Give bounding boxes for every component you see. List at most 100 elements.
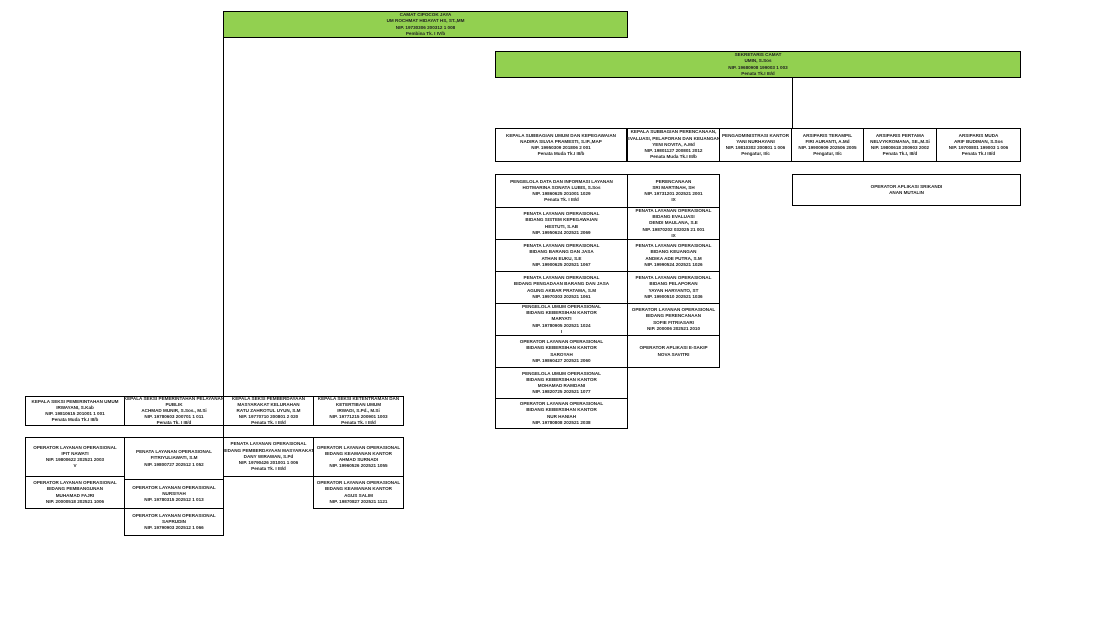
box-text-line: UMIN, S.Sos — [744, 58, 772, 64]
box-text-line: PENATA LAYANAN OPERASIONAL — [136, 449, 212, 455]
box-text-line: CAMAT CIPOCOK JAYA — [399, 12, 452, 18]
box-text-line: NIP. 200006 202521 2010 — [646, 325, 701, 331]
box-text-line: BIDANG KEUANGAN — [650, 249, 697, 255]
box-text-line: NIP. 19700801 199003 1 006 — [948, 145, 1009, 150]
box-text-line: NIP. 19730306 200312 1 008 — [395, 24, 456, 30]
box-text-line: Penata Tk. I III/d — [251, 420, 286, 426]
box-text-line: IRWAYANI, S.Kab — [56, 404, 94, 410]
box-text-line: PUBLIK — [165, 401, 183, 407]
box-text-line: BIDANG KEBERSIHAN KANTOR — [526, 310, 597, 316]
box-text-line: NIP. 19950624 202521 2069 — [532, 229, 591, 235]
box-text-line: NIP. 19900909 202506 2005 — [798, 145, 857, 150]
connector-line — [792, 78, 793, 128]
box-text-line: OPERATOR LAYANAN OPERASIONAL — [519, 339, 604, 345]
box-text-line: NIP. 19800618 200903 2002 — [870, 145, 930, 150]
box-text-line: Penata Tk. I III/d — [156, 420, 192, 426]
box-text-line: DENDI MAULANA, S.E — [649, 220, 698, 226]
connector-line — [223, 37, 224, 536]
box-text-line: Penata Tk. I III/d — [341, 420, 376, 426]
box-text-line: SRI MARTINAH, SH — [652, 184, 695, 190]
box-text-line: NIP. 19731201 202521 2001 — [644, 191, 703, 196]
box-text-line: OPERATOR APLIKASI SRIKANDI — [870, 183, 943, 189]
staff-box: KEPALA SUBBAGIAN PERENCANAAN,EVALUASI, P… — [627, 128, 720, 162]
box-text-line: OPERATOR APLIKASI E-SAKIP — [639, 345, 708, 351]
box-text-line: NIP. 19780315 202512 1 013 — [144, 497, 204, 503]
box-text-line: Penata Tk. I III/d — [544, 197, 579, 203]
box-text-line: KEPALA SUBBAGIAN UMUM DAN KEPEGAWAIAN — [506, 132, 616, 138]
box-text-line: NIP. 19860427 202521 2060 — [532, 357, 591, 363]
box-text-line: Penata Tk.I, III/d — [882, 151, 918, 157]
box-text-line: NIP. 19771215 200901 1003 — [329, 414, 388, 420]
box-text-line: Penata Muda Tk.I III/b — [51, 417, 99, 423]
box-text-line: PENATA LAYANAN OPERASIONAL — [635, 243, 712, 249]
box-text-line: ANDIKA ADE PUTRA, S.M — [645, 255, 702, 261]
box-text-line: OPERATOR LAYANAN OPERASIONAL — [132, 484, 216, 490]
box-text-line: NIP. 19780603 200701 1 011 — [144, 414, 204, 420]
box-text-line: NADIRA SILVIA PRAMESTI, S.IP.,MAP — [520, 138, 602, 144]
box-text-line: NIP. 19990524 202521 1026 — [644, 261, 703, 267]
box-text-line: NIP. 19801127 200801 2012 — [644, 148, 703, 154]
box-text-line: NIP. 19770710 200801 2 020 — [238, 414, 299, 420]
box-text-line: BIDANG KEAMANAN KANTOR — [324, 486, 393, 492]
box-text-line: YANI NURHAYANI — [736, 138, 775, 144]
box-text-line: BIDANG SISTEM KEPEGAWAIAN — [525, 217, 598, 223]
box-text-line: NIP. 19800622 202521 2003 — [45, 457, 105, 462]
box-text-line: BIDANG PEMBERDAYAAN MASYARAKAT — [222, 447, 315, 453]
box-text-line: KEPALA SEKSI PEMBERDAYAAN — [231, 395, 306, 401]
box-text-line: NUR HANIAH — [546, 413, 577, 419]
box-text-line: OPERATOR LAYANAN OPERASIONAL — [33, 444, 117, 450]
box-text-line: ACHMAD MUNIR, S.Sos., M.Si — [141, 407, 207, 413]
box-text-line: DANY WIRAWAN, S.Pd — [243, 453, 294, 459]
box-text-line: BIDANG PENGADAAN BARANG DAN JASA — [513, 281, 610, 287]
box-text-line: I — [560, 328, 563, 334]
box-text-line: PENATA LAYANAN OPERASIONAL — [523, 211, 600, 217]
box-text-line: FIRI AURANTI, A.Md — [805, 138, 850, 144]
box-text-line: AGUNG AKBAR PRATAMA, S.M — [526, 287, 597, 293]
box-text-line: FITRIYULIAWATI, S.M — [150, 455, 198, 461]
box-text-line: IX — [671, 197, 676, 203]
box-text-line: PERENCANAAN — [655, 178, 692, 184]
box-text-line: AHMAD SURNADI — [338, 457, 379, 462]
box-text-line: NOVA SAVITRI — [657, 351, 690, 357]
box-text-line: OPERATOR LAYANAN OPERASIONAL — [519, 401, 604, 407]
box-text-line: NIP. 19870827 202521 1121 — [329, 498, 388, 504]
box-text-line: ATHAN EUKU, S.E — [541, 255, 582, 261]
box-text-line: NIP. 19950309 201806 2 001 — [531, 145, 591, 150]
box-text-line: PENATA LAYANAN OPERASIONAL — [635, 208, 712, 213]
box-text-line: NURSIYAH — [162, 490, 186, 496]
box-text-line: PENGELOLA DATA DAN INFORMASI LAYANAN — [510, 178, 613, 184]
box-text-line: KEPALA SUBBAGIAN PERENCANAAN, — [630, 129, 717, 135]
box-text-line: ANAN MUTALIN — [889, 190, 924, 195]
box-text-line: ARIF BUDIMAN, S.Sos — [953, 138, 1003, 144]
box-text-line: SOFIE FITRIASARI — [653, 319, 694, 325]
box-text-line: PENGELOLA UMUM OPERASIONAL — [522, 370, 601, 376]
box-text-line: SEKRETARIS CAMAT — [734, 52, 782, 58]
box-text-line: HOTMARINA SONATA LUBIS, S.Sos — [522, 184, 601, 190]
box-text-line: YENI NOVITA, A.Md — [652, 141, 695, 147]
box-text-line: Pengatur, II/c — [741, 151, 770, 157]
box-text-line: NIP. 19800727 202512 1 052 — [144, 461, 204, 467]
box-text-line: OPERATOR LAYANAN OPERASIONAL — [316, 444, 401, 450]
box-text-line: AGUS SALIM — [344, 492, 373, 498]
box-text-line: BIDANG KEBERSIHAN KANTOR — [526, 407, 597, 413]
box-text-line: PENATA LAYANAN OPERASIONAL — [635, 275, 712, 281]
box-text-line: Penata Tk. I III/d — [251, 466, 286, 472]
box-text-line: NIP. 19970303 202521 1061 — [532, 293, 591, 299]
box-text-line: Penata Muda Tk.I III/b — [650, 154, 697, 160]
box-text-line: NIP. 19810302 200801 1 006 — [725, 145, 786, 150]
box-text-line: Penata Tk.I III/d — [741, 70, 775, 76]
box-text-line: BIDANG KEBERSIHAN KANTOR — [526, 345, 597, 351]
box-text-line: OPERATOR LAYANAN OPERASIONAL — [132, 512, 216, 518]
